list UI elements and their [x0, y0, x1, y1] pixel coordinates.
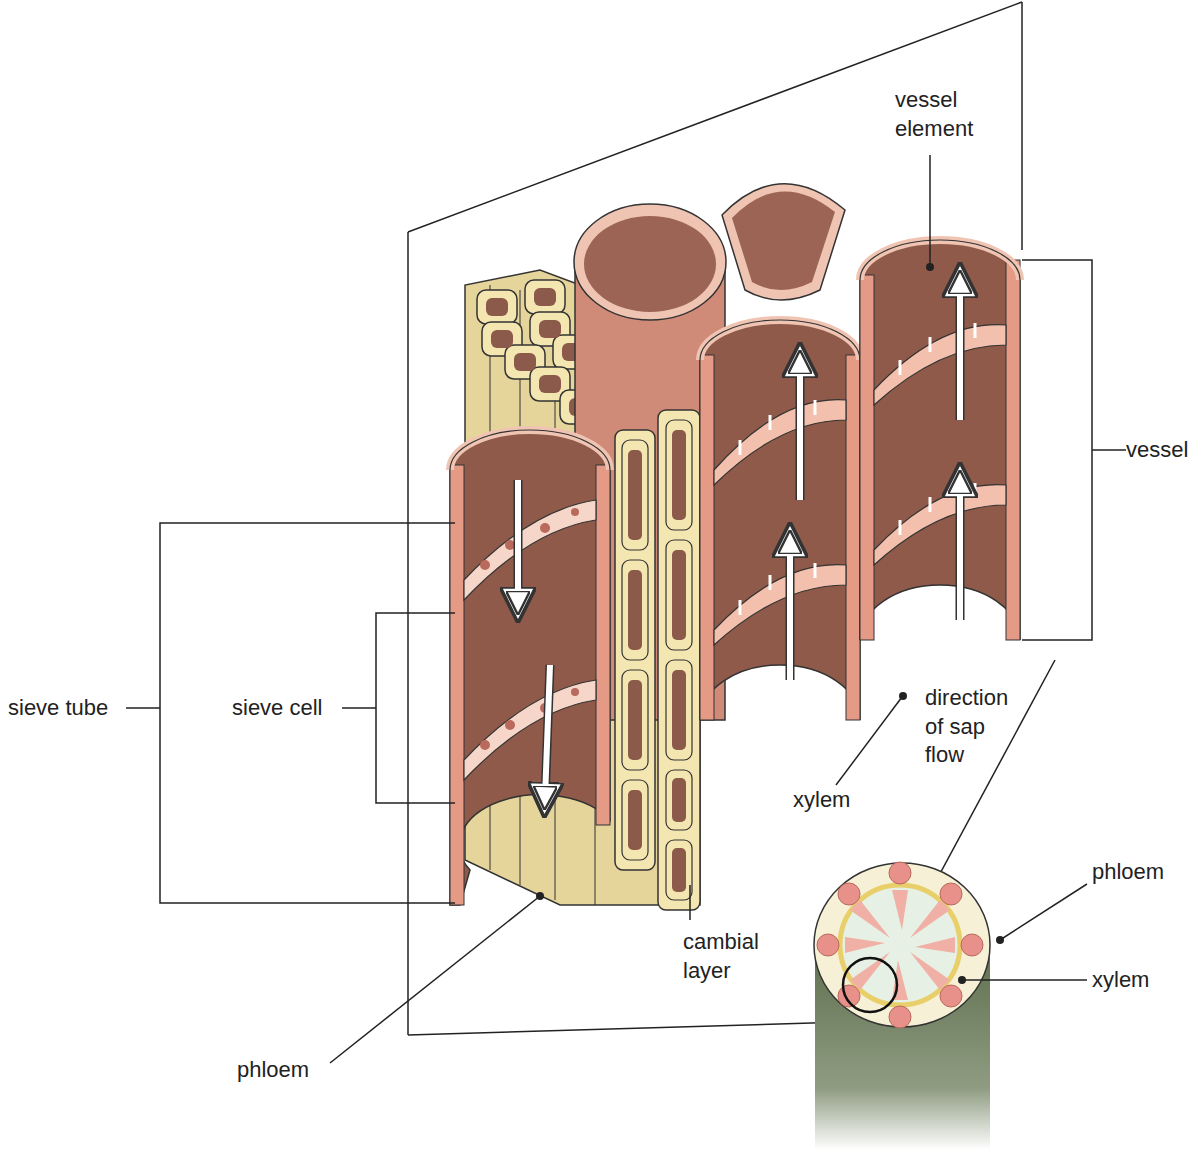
part-label: vessel — [1126, 436, 1196, 465]
part-label: vessel element — [895, 86, 995, 143]
part-label: xylem — [793, 786, 873, 815]
part-label: cambial layer — [683, 928, 773, 985]
part-label: sieve cell — [232, 694, 342, 723]
part-label: phloem — [1092, 858, 1182, 887]
part-label: phloem — [237, 1056, 327, 1085]
part-label: xylem — [1092, 966, 1172, 995]
part-label: sieve tube — [8, 694, 128, 723]
flow-label: direction of sap flow — [925, 684, 1021, 770]
